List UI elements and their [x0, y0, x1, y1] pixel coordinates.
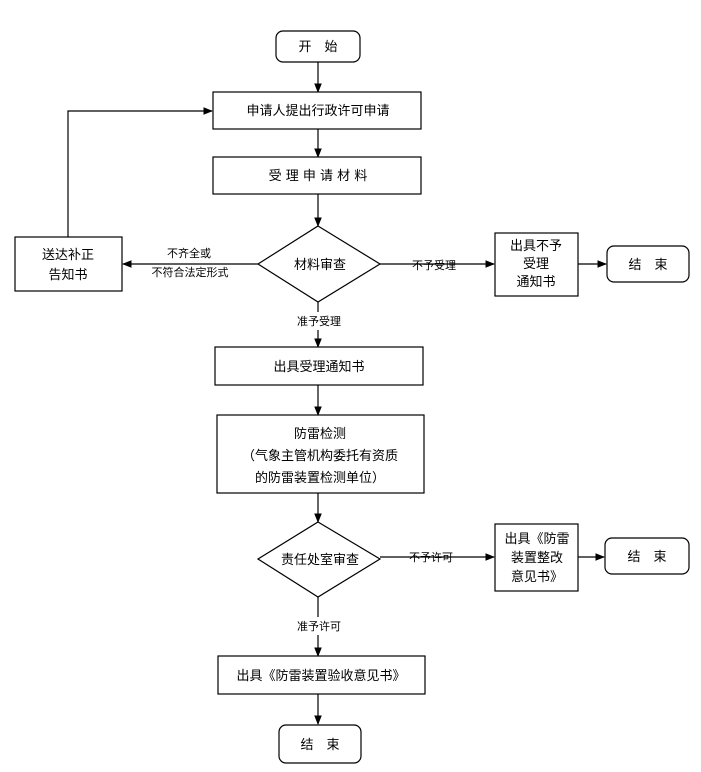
edge-label-incomplete-2: 不符合法定形式 — [152, 265, 229, 279]
node-accept-notice-label: 出具受理通知书 — [273, 359, 364, 375]
node-reject-label-2: 受理 — [523, 257, 549, 272]
edge-label-not-accepted: 不予受理 — [412, 259, 456, 272]
edge-label-permitted: 准予许可 — [297, 620, 341, 633]
node-accept-notice: 出具受理通知书 — [214, 346, 424, 386]
node-reject-label-3: 通知书 — [516, 274, 555, 290]
node-end-2: 结 束 — [604, 537, 690, 575]
node-submit: 申请人提出行政许可申请 — [212, 91, 422, 130]
node-supplement-label-1: 送达补正 — [42, 248, 94, 263]
node-review-materials-label: 材料审查 — [294, 258, 346, 273]
node-office-review-label: 责任处室审查 — [281, 552, 359, 568]
node-end-1-label: 结 束 — [628, 258, 667, 273]
node-end-2-label: 结 束 — [627, 550, 666, 565]
node-office-review: 责任处室审查 — [256, 521, 382, 598]
node-rectify-label-2: 装置整改 — [511, 551, 563, 566]
node-end-1: 结 束 — [606, 245, 690, 283]
node-accept-materials: 受 理 申 请 材 料 — [212, 156, 422, 195]
node-reject-label-1: 出具不予 — [510, 239, 562, 254]
node-accept-materials-label: 受 理 申 请 材 料 — [269, 169, 368, 184]
edge-label-incomplete-1: 不齐全或 — [167, 246, 211, 260]
node-supplement-label-2: 告知书 — [48, 267, 87, 283]
node-end-3: 结 束 — [278, 724, 362, 764]
node-submit-label: 申请人提出行政许可申请 — [246, 103, 389, 119]
node-end-3-label: 结 束 — [300, 738, 339, 753]
node-rectify: 出具《防雷 装置整改 意见书》 — [494, 523, 579, 592]
node-start-label: 开 始 — [298, 40, 337, 55]
node-acceptance-opinion-label: 出具《防雷装置验收意见书》 — [236, 668, 405, 684]
edge-label-accepted: 准予受理 — [297, 315, 341, 328]
node-inspection-label-3: 的防雷装置检测单位） — [255, 470, 385, 486]
node-acceptance-opinion: 出具《防雷装置验收意见书》 — [217, 655, 426, 695]
node-inspection: 防雷检测 （气象主管机构委托有资质 的防雷装置检测单位） — [216, 414, 425, 494]
node-start: 开 始 — [275, 30, 361, 63]
edge-label-not-permitted: 不予许可 — [409, 551, 453, 564]
node-inspection-label-2: （气象主管机构委托有资质 — [242, 448, 398, 464]
node-review-materials: 材料审查 — [256, 225, 382, 303]
node-rectify-label-1: 出具《防雷 — [504, 531, 569, 547]
edge-supplement-loop — [67, 107, 213, 237]
node-rectify-label-3: 意见书》 — [511, 569, 563, 585]
node-inspection-label-1: 防雷检测 — [294, 426, 346, 442]
node-reject: 出具不予 受理 通知书 — [494, 232, 579, 297]
node-supplement: 送达补正 告知书 — [14, 236, 123, 292]
